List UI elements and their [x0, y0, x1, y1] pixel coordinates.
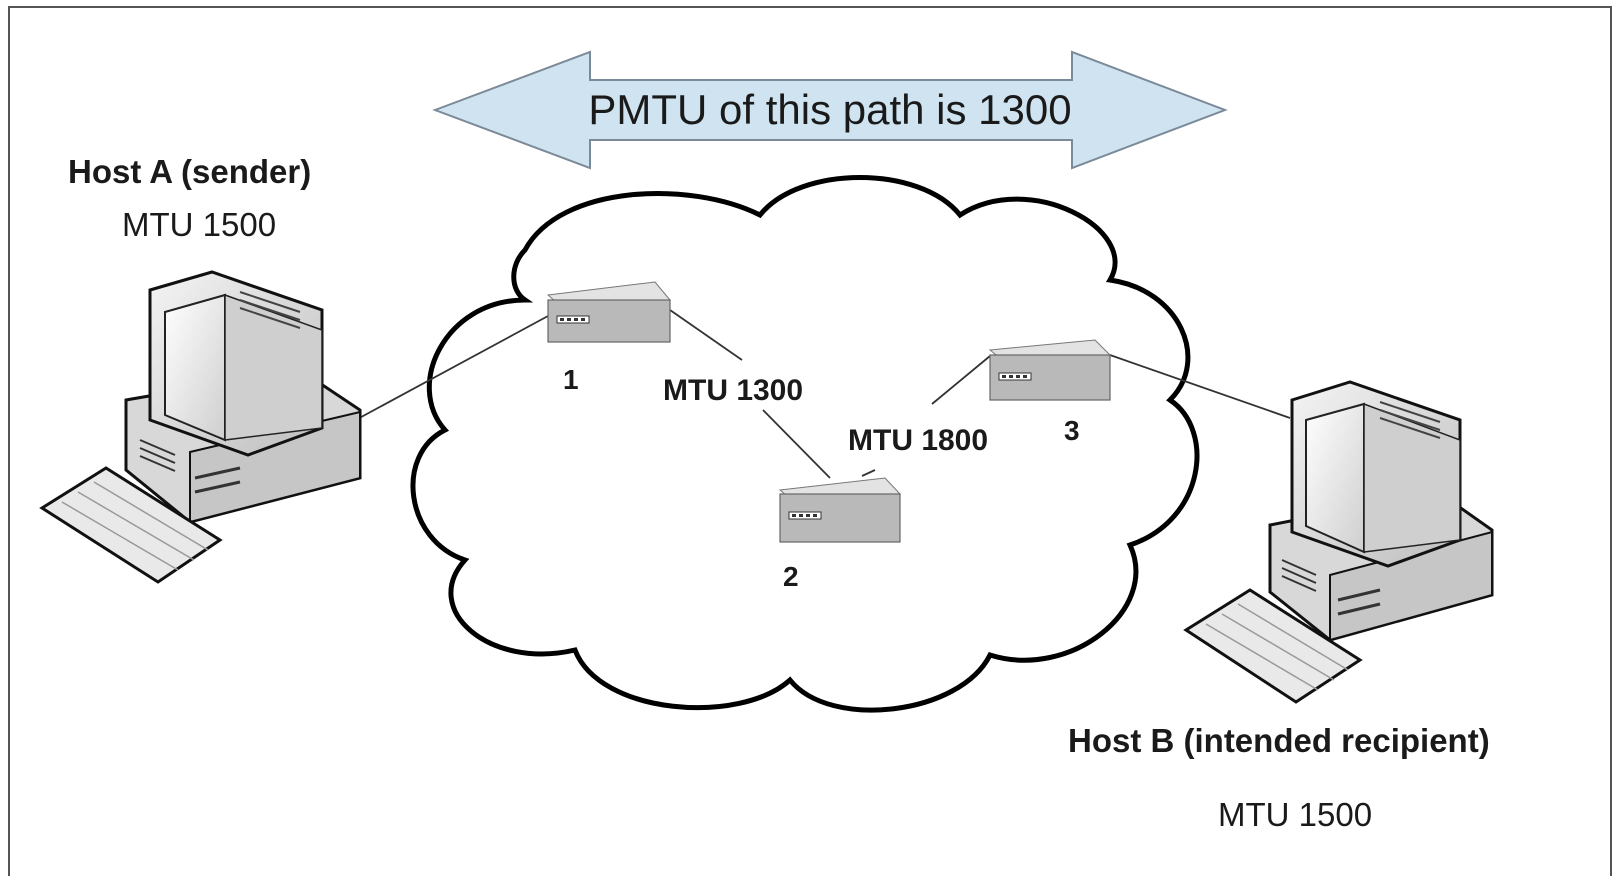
host-b-mtu: MTU 1500 [1218, 796, 1372, 833]
link-router-3-r2r3-upper [931, 355, 991, 405]
link-router-1-r1r2-upper [669, 309, 743, 361]
pmtu-banner-text: PMTU of this path is 1300 [588, 86, 1071, 133]
link-router-2-r2r3-lower [861, 469, 876, 477]
link-mtu-1300-label: MTU 1300 [663, 374, 803, 407]
pmtu-banner-arrow: PMTU of this path is 1300 [432, 50, 1228, 170]
router-3: 3 [988, 339, 1112, 446]
link-host-a-router-1 [351, 315, 549, 423]
link-router-3-host-b [1109, 354, 1291, 419]
router-3-label: 3 [1064, 415, 1080, 446]
router-1-label: 1 [563, 364, 579, 395]
host-b-title: Host B (intended recipient) [1068, 722, 1490, 759]
router-1: 1 [546, 281, 672, 395]
host-b-computer [1183, 380, 1494, 704]
host-a-computer [39, 270, 362, 584]
host-a-mtu: MTU 1500 [122, 206, 276, 243]
network-links [351, 309, 1291, 479]
router-2: 2 [778, 477, 902, 592]
link-router-1-router-2 [762, 409, 831, 479]
link-mtu-1800-label: MTU 1800 [848, 424, 988, 457]
router-2-label: 2 [783, 561, 799, 592]
host-a-title: Host A (sender) [68, 153, 311, 190]
